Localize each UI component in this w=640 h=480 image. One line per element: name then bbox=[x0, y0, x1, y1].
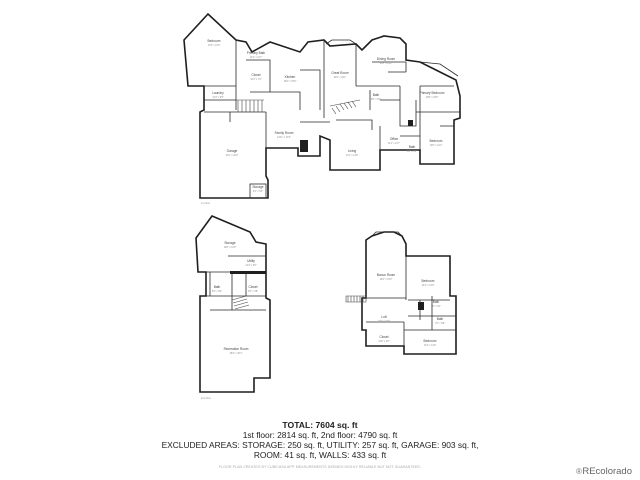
room-area: 9'6" x 5'1" bbox=[431, 306, 441, 308]
room-label: Primary Bath bbox=[247, 51, 266, 55]
brand-name: REcolorado bbox=[582, 466, 632, 477]
room-label: Bath bbox=[373, 93, 380, 97]
room-area: 40'1" x 24'2" bbox=[226, 155, 239, 157]
room-label: Recreation Room bbox=[224, 347, 249, 351]
room-label: Primary Bedroom bbox=[420, 91, 445, 95]
room-label: Dining Room bbox=[377, 57, 396, 61]
lower-left-beam bbox=[230, 271, 266, 274]
room-area: 13'9" x 12'2" bbox=[430, 145, 443, 147]
upper-bay-window-top bbox=[325, 39, 357, 45]
room-label: Family Room bbox=[275, 131, 294, 135]
room-label: Living bbox=[348, 149, 357, 153]
room-label: Utility bbox=[247, 259, 255, 263]
room-label: Storage bbox=[252, 185, 263, 189]
room-area: 19'8" x 16'5" bbox=[426, 97, 439, 99]
room-area: 15'8" x 13'2" bbox=[380, 63, 393, 65]
room-area: 12'0" x 6'3" bbox=[378, 341, 390, 343]
room-area: 12'4" x 6'5" bbox=[245, 265, 257, 267]
registered-mark-icon: ® bbox=[575, 467, 582, 476]
lower-right-column bbox=[418, 302, 424, 310]
lower-left-stairs bbox=[231, 295, 250, 310]
room-label: Office bbox=[390, 137, 398, 141]
excluded-areas-line-2: ROOM: 41 sq. ft, WALLS: 433 sq. ft bbox=[253, 450, 387, 460]
room-label: Kitchen bbox=[285, 75, 296, 79]
room-label: Laundry bbox=[212, 91, 224, 95]
room-area: 8'5" x 5'2" bbox=[371, 99, 381, 101]
room-label: Bedroom bbox=[422, 279, 435, 283]
room-area: 18'4" x 15'9" bbox=[284, 81, 297, 83]
room-area: 14'0" x 11'7" bbox=[250, 57, 263, 59]
room-area: 18'6" x 12'0" bbox=[224, 247, 237, 249]
upper-column-block bbox=[408, 120, 413, 126]
upper-exterior-walls bbox=[183, 12, 461, 199]
upper-chimney-block bbox=[300, 140, 308, 152]
room-label: Bath bbox=[214, 285, 221, 289]
room-area: 17'2" x 14'8" bbox=[346, 155, 359, 157]
lower-right-exterior-walls bbox=[361, 231, 457, 355]
room-label: Great Room bbox=[331, 71, 349, 75]
room-area: 6'3" x 4'8" bbox=[248, 291, 258, 293]
room-label: Bath bbox=[433, 300, 440, 304]
floor-plan-lower-left: Storage 18'6" x 12'0" Utility 12'4" x 6'… bbox=[195, 215, 271, 400]
lower-right-room-labels: Bonus Room 18'2" x 15'0" Bedroom 14'3" x… bbox=[377, 273, 445, 347]
floor-breakdown: 1st floor: 2814 sq. ft, 2nd floor: 4790 … bbox=[242, 430, 398, 440]
room-label: Garage bbox=[227, 149, 238, 153]
lower-right-bay-window bbox=[371, 231, 403, 237]
room-area: 18'2" x 15'0" bbox=[380, 279, 393, 281]
upper-interior-walls bbox=[204, 40, 460, 150]
room-area: 13'4" x 11'6" bbox=[424, 345, 437, 347]
room-area: 17'8" x 14'0" bbox=[208, 45, 221, 47]
room-label: Bedroom bbox=[208, 39, 221, 43]
room-area: 14'3" x 12'9" bbox=[422, 285, 435, 287]
room-label: Bonus Room bbox=[377, 273, 396, 277]
area-summary: TOTAL: 7604 sq. ft 1st floor: 2814 sq. f… bbox=[0, 420, 640, 460]
room-label: Closet bbox=[251, 73, 260, 77]
room-area: 12'1" x 11'7" bbox=[388, 143, 401, 145]
floor-plan-lower-right: Bonus Room 18'2" x 15'0" Bedroom 14'3" x… bbox=[345, 231, 457, 355]
upper-stairs bbox=[236, 99, 361, 115]
room-label: Bedroom bbox=[430, 139, 443, 143]
room-area: 22'0" x 19'1" bbox=[334, 77, 347, 79]
room-area: 9'8" x 6'1" bbox=[407, 151, 417, 153]
room-label: Bath bbox=[409, 145, 416, 149]
room-label: Closet bbox=[379, 335, 388, 339]
lower-right-stairs bbox=[345, 295, 367, 303]
room-area: 9'1" x 5'4" bbox=[253, 191, 263, 193]
upper-room-labels: Bedroom 17'8" x 14'0" Primary Bath 14'0"… bbox=[208, 39, 445, 193]
room-label: Closet bbox=[248, 285, 257, 289]
upper-bay-window-right bbox=[419, 61, 459, 77]
room-area: 8'2" x 5'0" bbox=[212, 291, 222, 293]
room-area: 12'3" x 9'5" bbox=[212, 97, 224, 99]
excluded-areas-line: EXCLUDED AREAS: STORAGE: 250 sq. ft, UTI… bbox=[161, 440, 479, 450]
room-label: Storage bbox=[224, 241, 235, 245]
upper-garage-inset bbox=[249, 183, 267, 199]
lower-left-exterior-walls bbox=[195, 215, 271, 393]
brand-logo: ®REcolorado bbox=[576, 466, 632, 477]
room-area: 11'9" x 10'0" bbox=[378, 321, 391, 323]
floor-plan-upper: Bedroom 17'8" x 14'0" Primary Bath 14'0"… bbox=[183, 12, 461, 205]
total-area-title: TOTAL: 7604 sq. ft bbox=[282, 420, 358, 430]
room-label: Bath bbox=[437, 317, 444, 321]
lower-left-room-labels: Storage 18'6" x 12'0" Utility 12'4" x 6'… bbox=[212, 241, 258, 355]
room-label: Bedroom bbox=[424, 339, 437, 343]
room-area: 7'0" x 5'8" bbox=[435, 323, 445, 325]
floor-note-upper: 1st floor bbox=[201, 201, 210, 205]
room-area: 14'11" x 13'0" bbox=[277, 137, 291, 139]
disclaimer-text: FLOOR PLAN CREATED BY CUBICASA APP. MEAS… bbox=[218, 465, 422, 469]
room-area: 38'3" x 26'4" bbox=[230, 353, 243, 355]
lower-right-interior-walls bbox=[366, 256, 456, 346]
room-area: 10'2" x 7'2" bbox=[250, 79, 262, 81]
floor-note-lower: 2nd floor bbox=[201, 396, 211, 400]
room-label: Loft bbox=[381, 315, 386, 319]
